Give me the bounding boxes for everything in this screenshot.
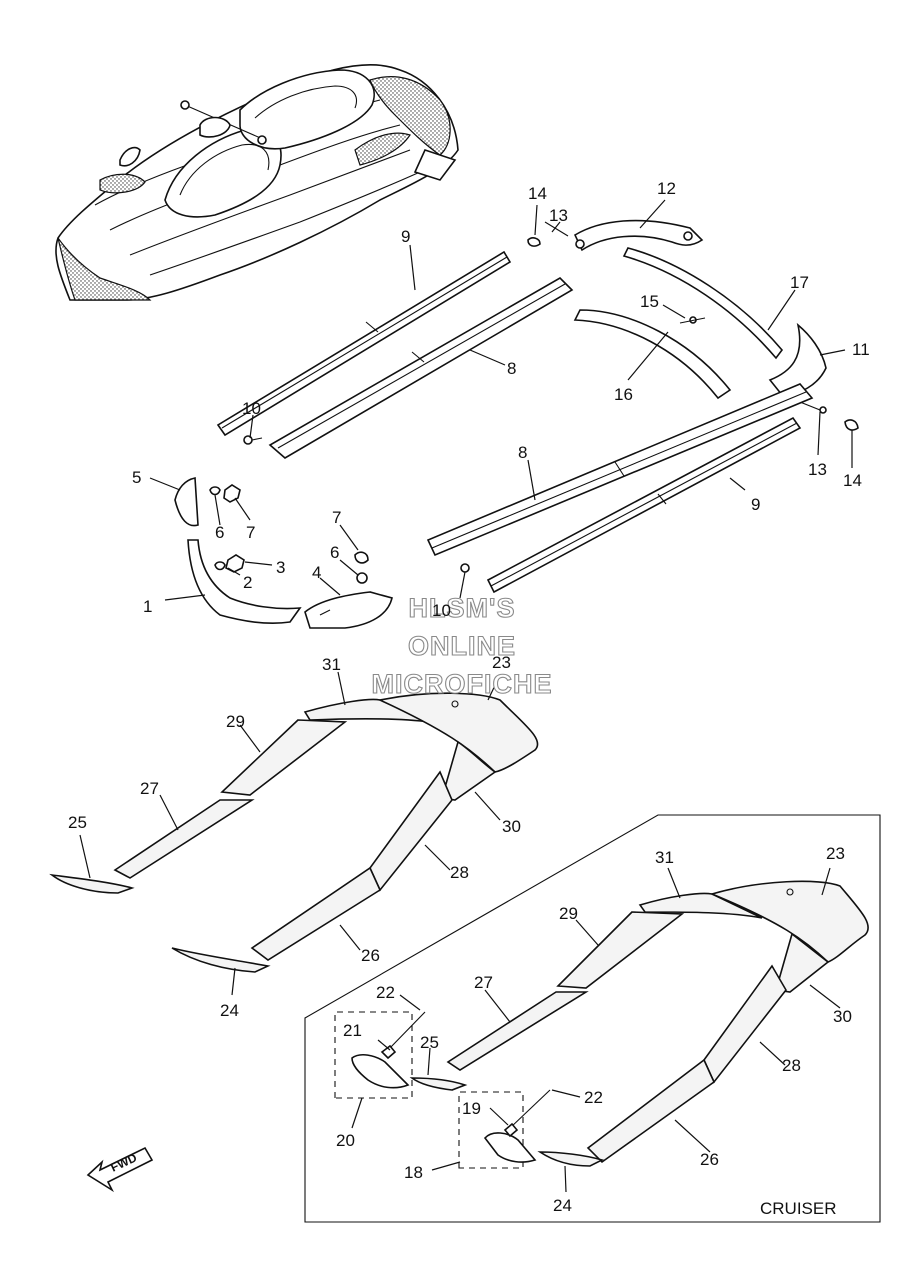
watermark-line-3: MICROFICHE (372, 669, 553, 699)
watermark-line-2: ONLINE (408, 631, 516, 661)
footrest-mats-standard (49, 692, 539, 973)
callout-28: 28 (450, 863, 469, 882)
callout-5: 5 (132, 468, 141, 487)
callout-30-inset: 30 (833, 1007, 852, 1026)
callouts-main: 1 2 3 4 5 6 7 6 7 8 8 9 9 10 10 11 12 13… (132, 179, 870, 620)
callout-25-inset: 25 (420, 1033, 439, 1052)
forward-arrow-icon: FWD (86, 1146, 154, 1193)
callout-29-inset: 29 (559, 904, 578, 923)
callout-10a: 10 (242, 399, 261, 418)
callout-2: 2 (243, 573, 252, 592)
callout-7b: 7 (332, 508, 341, 527)
callout-27-inset: 27 (474, 973, 493, 992)
callout-13b: 13 (808, 460, 827, 479)
callout-30: 30 (502, 817, 521, 836)
callout-13a: 13 (549, 206, 568, 225)
callouts-inset: 18 19 20 21 22 22 23 24 25 26 27 28 29 3… (336, 844, 852, 1218)
callout-4: 4 (312, 563, 321, 582)
callout-19: 19 (462, 1099, 481, 1118)
callout-1: 1 (143, 597, 152, 616)
callout-22b: 22 (584, 1088, 603, 1107)
callout-3: 3 (276, 558, 285, 577)
callout-24: 24 (220, 1001, 239, 1020)
callout-22a: 22 (376, 983, 395, 1002)
callout-18: 18 (404, 1163, 423, 1182)
callout-24-inset: 24 (553, 1196, 572, 1215)
callout-11: 11 (852, 340, 870, 359)
callout-31: 31 (322, 655, 341, 674)
callout-15: 15 (640, 292, 659, 311)
callout-21: 21 (343, 1021, 362, 1040)
cruiser-inset (304, 814, 881, 1223)
callout-25: 25 (68, 813, 87, 832)
callout-26-inset: 26 (700, 1150, 719, 1169)
watercraft-illustration (55, 63, 459, 301)
callout-10b: 10 (432, 601, 451, 620)
gunwale-rails-right (426, 383, 814, 594)
callout-7a: 7 (246, 523, 255, 542)
callout-27: 27 (140, 779, 159, 798)
callout-9a: 9 (401, 227, 410, 246)
callout-29: 29 (226, 712, 245, 731)
callout-26: 26 (361, 946, 380, 965)
callout-20: 20 (336, 1131, 355, 1150)
watermark: HLSM'S ONLINE MICROFICHE (371, 592, 553, 699)
rear-trim-parts (527, 219, 859, 431)
callout-16: 16 (614, 385, 633, 404)
callout-8b: 8 (518, 443, 527, 462)
callout-9b: 9 (751, 495, 760, 514)
callout-14b: 14 (843, 471, 862, 490)
leader-lines (79, 199, 853, 1193)
callout-6a: 6 (215, 523, 224, 542)
inset-label: CRUISER (760, 1199, 837, 1218)
watermark-line-1: HLSM'S (409, 593, 516, 623)
callout-12: 12 (657, 179, 676, 198)
callout-17: 17 (790, 273, 809, 292)
callout-8a: 8 (507, 359, 516, 378)
callouts-mats: 23 24 25 26 27 28 29 30 31 (68, 653, 521, 1020)
callout-31-inset: 31 (655, 848, 674, 867)
callout-23: 23 (492, 653, 511, 672)
callout-28-inset: 28 (782, 1056, 801, 1075)
callout-6b: 6 (330, 543, 339, 562)
front-bumper-parts (174, 477, 393, 629)
callout-23-inset: 23 (826, 844, 845, 863)
gunwale-rails-left (216, 250, 574, 459)
callout-14a: 14 (528, 184, 547, 203)
